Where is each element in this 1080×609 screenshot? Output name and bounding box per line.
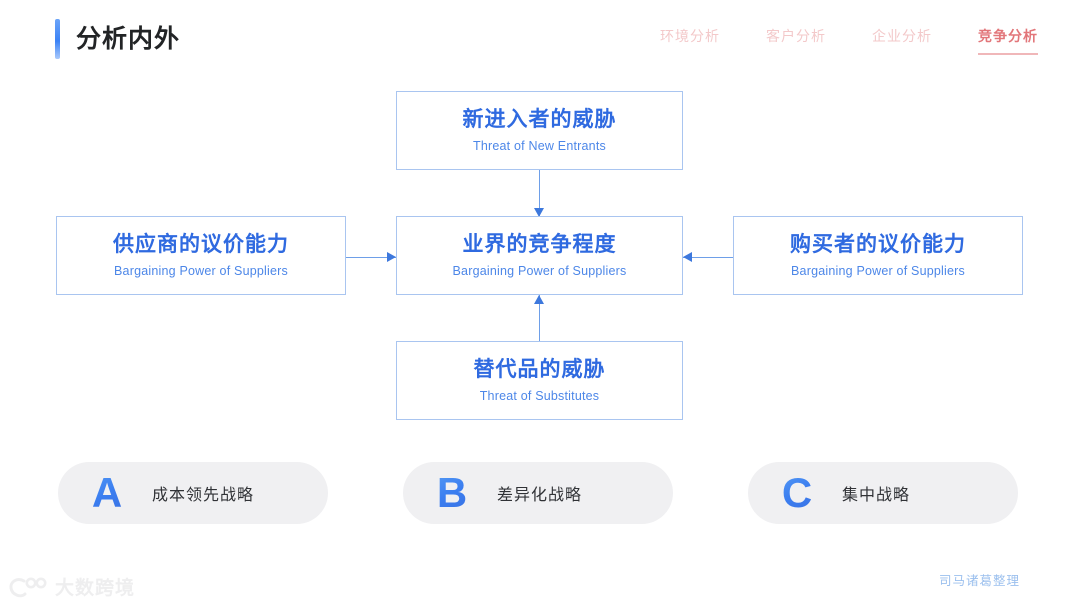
watermark: 大数跨境 <box>8 575 135 601</box>
arrow-up-icon <box>534 295 544 304</box>
strategy-letter: C <box>770 472 824 514</box>
five-forces-diagram: 新进入者的威胁 Threat of New Entrants 业界的竞争程度 B… <box>0 78 1080 438</box>
connector-top-to-center <box>539 170 540 216</box>
force-box-buyer-power[interactable]: 购买者的议价能力 Bargaining Power of Suppliers <box>733 216 1023 295</box>
strategy-label: 差异化战略 <box>497 487 583 504</box>
arrow-right-icon <box>387 252 396 262</box>
strategy-label: 集中战略 <box>842 487 911 504</box>
arrow-down-icon <box>534 208 544 217</box>
nav-tabs: 环境分析 客户分析 企业分析 竞争分析 <box>660 26 1038 55</box>
force-title-cn: 购买者的议价能力 <box>790 232 966 256</box>
force-title-en: Threat of Substitutes <box>479 388 600 403</box>
connector-right-to-center <box>683 257 733 258</box>
force-title-cn: 替代品的威胁 <box>473 357 606 381</box>
force-title-en: Threat of New Entrants <box>473 138 606 153</box>
tab-environment-analysis[interactable]: 环境分析 <box>660 28 720 44</box>
connector-bottom-to-center <box>539 295 540 341</box>
force-box-industry-rivalry[interactable]: 业界的竞争程度 Bargaining Power of Suppliers <box>396 216 683 295</box>
force-title-cn: 业界的竞争程度 <box>462 232 617 256</box>
tab-customer-analysis[interactable]: 客户分析 <box>766 28 826 44</box>
connector-left-to-center <box>346 257 396 258</box>
force-box-new-entrants[interactable]: 新进入者的威胁 Threat of New Entrants <box>396 91 683 170</box>
strategy-letter: B <box>425 472 479 514</box>
force-title-en: Bargaining Power of Suppliers <box>791 263 965 278</box>
strategy-card-c[interactable]: C 集中战略 <box>748 462 1018 524</box>
page-header: 分析内外 环境分析 客户分析 企业分析 竞争分析 <box>0 0 1080 78</box>
force-title-en: Bargaining Power of Suppliers <box>452 263 627 278</box>
page-title-group: 分析内外 <box>55 18 180 60</box>
watermark-logo-icon <box>9 577 47 598</box>
watermark-text: 大数跨境 <box>55 577 136 599</box>
strategy-card-a[interactable]: A 成本领先战略 <box>58 462 328 524</box>
strategy-label: 成本领先战略 <box>152 487 255 504</box>
strategy-letter: A <box>80 472 134 514</box>
tab-enterprise-analysis[interactable]: 企业分析 <box>872 28 932 44</box>
strategy-card-list: A 成本领先战略 B 差异化战略 C 集中战略 <box>0 458 1080 530</box>
page-title: 分析内外 <box>76 24 181 53</box>
force-title-en: Bargaining Power of Suppliers <box>114 263 288 278</box>
force-box-supplier-power[interactable]: 供应商的议价能力 Bargaining Power of Suppliers <box>56 216 346 295</box>
title-accent-bar <box>55 19 60 59</box>
force-title-cn: 供应商的议价能力 <box>113 232 289 256</box>
strategy-card-b[interactable]: B 差异化战略 <box>403 462 673 524</box>
arrow-left-icon <box>683 252 692 262</box>
force-title-cn: 新进入者的威胁 <box>462 107 617 131</box>
credit-text: 司马诸葛整理 <box>938 574 1020 588</box>
tab-competition-analysis[interactable]: 竞争分析 <box>978 26 1038 55</box>
force-box-substitutes[interactable]: 替代品的威胁 Threat of Substitutes <box>396 341 683 420</box>
